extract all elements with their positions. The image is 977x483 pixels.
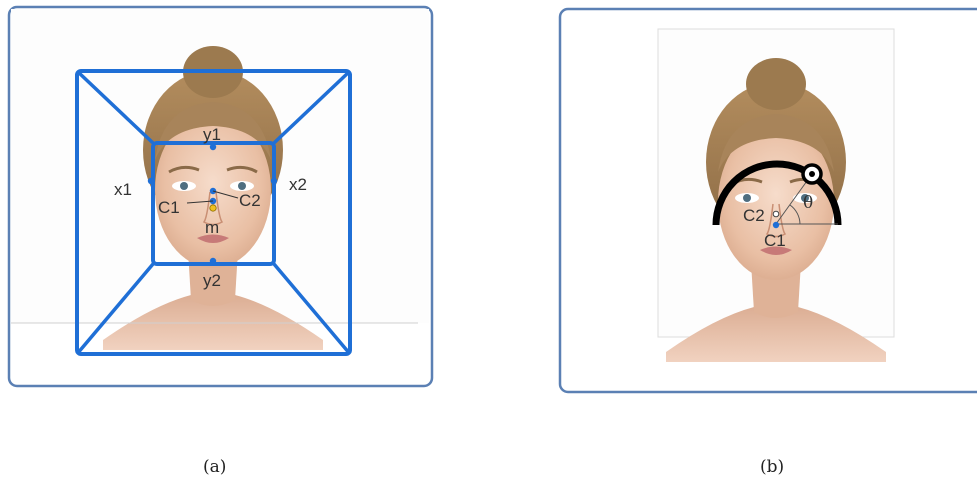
point-x1 [148,178,154,184]
label-y1: y1 [203,125,221,144]
label-c1-b: C1 [764,231,786,250]
panel-b-face-image [658,29,894,362]
panel-b: C2 C1 θ (b) [560,9,977,477]
point-c2-b [773,211,779,217]
label-m: m [205,218,219,237]
label-theta: θ [803,193,813,213]
label-c2: C2 [239,191,261,210]
point-x2 [271,178,277,184]
label-x2: x2 [289,175,307,194]
point-c1-b [773,222,779,228]
point-y1 [210,144,216,150]
panel-a: y1 x1 x2 C1 C2 m y2 (a) [9,7,432,477]
caption-b: (b) [760,457,784,477]
label-c1: C1 [158,198,180,217]
arc-handle-dot [809,171,815,177]
label-c2-b: C2 [743,206,765,225]
point-m [210,205,216,211]
label-y2: y2 [203,271,221,290]
point-y2 [210,258,216,264]
panel-a-face-image [11,9,429,350]
label-x1: x1 [114,180,132,199]
caption-a: (a) [203,457,226,477]
